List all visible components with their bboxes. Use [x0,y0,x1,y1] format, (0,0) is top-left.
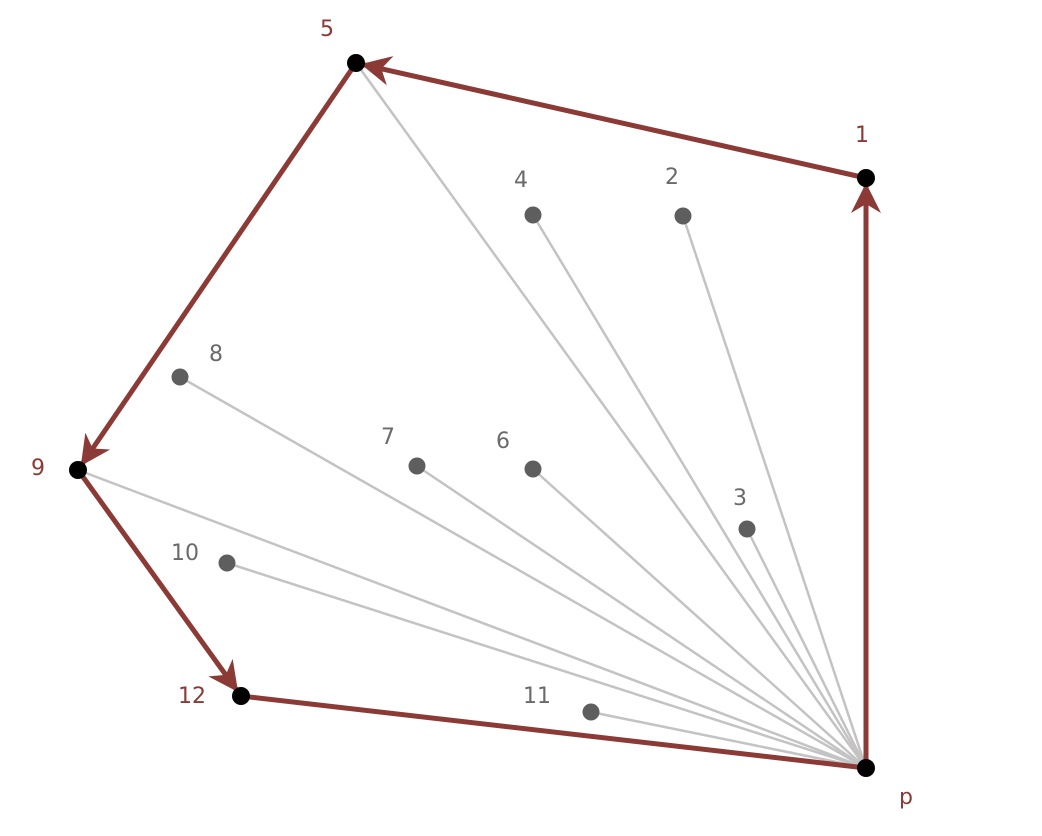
ray-p-9 [77,468,867,770]
rays-layer [77,62,868,770]
point-label-p: p [899,785,913,810]
inner-point-6 [524,460,542,478]
ray-p-7 [416,464,867,770]
inner-point-2 [674,207,692,225]
point-label-1: 1 [855,123,869,148]
hull-edge-5-9 [80,60,359,466]
hull-edges-layer [75,56,881,771]
ray-p-3 [745,528,868,769]
hull-point-5 [347,54,365,72]
point-label-6: 6 [496,429,510,454]
inner-point-4 [524,206,542,224]
point-label-2: 2 [665,165,679,190]
points-layer [69,54,875,777]
ray-p-6 [532,468,867,769]
point-label-5: 5 [320,17,334,42]
hull-point-12 [232,687,250,705]
point-label-4: 4 [514,168,528,193]
ray-p-4 [531,214,868,769]
ray-p-10 [226,561,867,770]
hull-edge-12-p [238,693,869,771]
point-label-10: 10 [171,541,199,566]
inner-point-3 [738,520,756,538]
hull-edge-9-12 [75,467,239,693]
ray-p-8 [179,375,867,770]
point-label-7: 7 [381,425,395,450]
hull-edge-1-5 [360,56,869,181]
ray-p-2 [681,215,868,769]
inner-point-7 [408,457,426,475]
point-label-3: 3 [733,486,747,511]
point-label-11: 11 [523,684,551,709]
hull-point-1 [857,169,875,187]
point-label-12: 12 [178,684,206,709]
point-label-8: 8 [209,342,223,367]
inner-point-8 [171,368,189,386]
inner-point-10 [218,554,236,572]
point-label-9: 9 [31,456,45,481]
hull-point-9 [69,461,87,479]
ray-p-5 [354,62,868,769]
hull-point-p [857,759,875,777]
ray-p-11 [590,710,867,770]
inner-point-11 [582,703,600,721]
